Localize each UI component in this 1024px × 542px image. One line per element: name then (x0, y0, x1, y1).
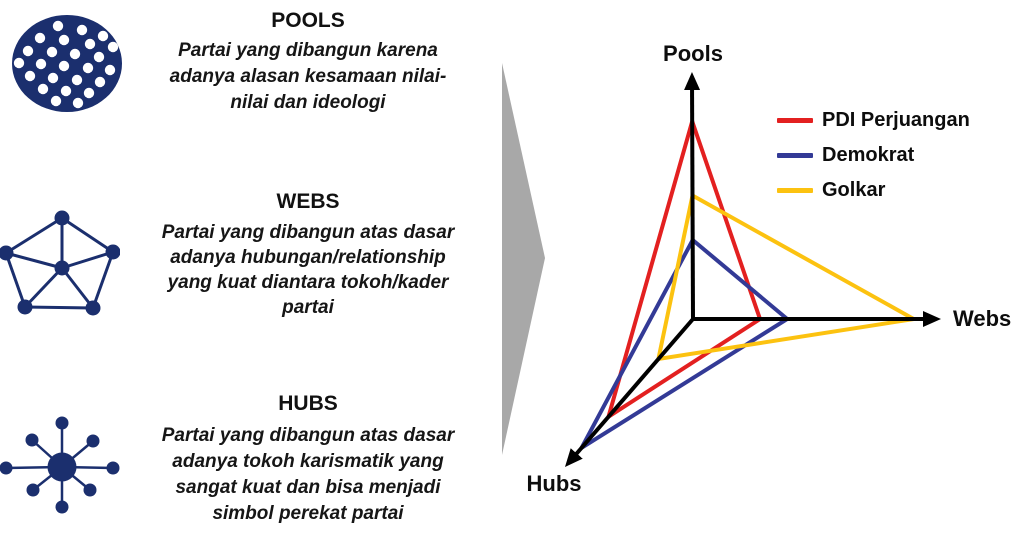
pools-heading: POOLS (271, 9, 345, 32)
radar-series-group (576, 114, 920, 454)
legend-label: Golkar (822, 179, 886, 201)
radar-series-pdi-perjuangan (605, 114, 763, 422)
hubs-heading: HUBS (278, 392, 338, 415)
webs-description: Partai yang dibangun atas dasar adanya h… (161, 222, 455, 318)
axis-label-pools: Pools (663, 41, 723, 66)
pools-cluster-icon (12, 15, 122, 112)
legend-label: PDI Perjuangan (822, 109, 970, 131)
chart-legend: PDI Perjuangan Demokrat Golkar (777, 103, 970, 208)
radar-series-demokrat (576, 236, 791, 454)
legend-item-golkar: Golkar (777, 173, 970, 208)
legend-label: Demokrat (822, 144, 915, 166)
legend-item-demokrat: Demokrat (777, 138, 970, 173)
legend-swatch-demokrat (777, 153, 813, 158)
axis-label-webs: Webs (953, 306, 1012, 331)
webs-network-icon (0, 210, 120, 316)
radar-axes-group (564, 72, 941, 468)
axis-label-hubs: Hubs (526, 471, 582, 496)
radar-series-golkar (655, 192, 920, 362)
pools-description: Partai yang dibangun karena adanya alasa… (169, 40, 447, 113)
hubs-star-icon (0, 416, 120, 514)
webs-heading: WEBS (276, 190, 340, 213)
flow-right-arrow-icon (502, 63, 545, 455)
radar-axis-pools (684, 72, 701, 320)
radar-axis-hubs (564, 317, 695, 468)
legend-swatch-pdi-perjuangan (777, 118, 813, 123)
hubs-description: Partai yang dibangun atas dasar adanya t… (161, 425, 455, 524)
legend-swatch-golkar (777, 188, 813, 193)
legend-item-pdi-perjuangan: PDI Perjuangan (777, 103, 970, 138)
